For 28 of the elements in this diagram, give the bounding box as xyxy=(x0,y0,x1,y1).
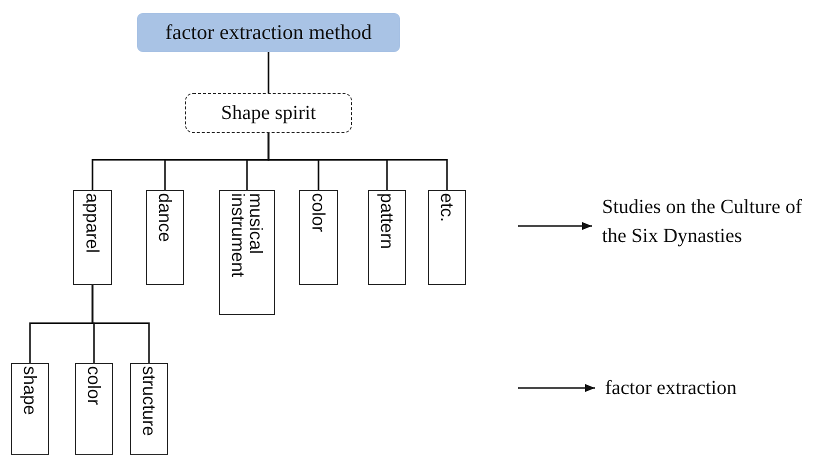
item-box xyxy=(428,190,466,285)
node-label: color xyxy=(310,193,328,232)
node-label: structure xyxy=(140,366,158,436)
arrow xyxy=(518,222,592,230)
item-box xyxy=(299,190,338,285)
item-box xyxy=(130,363,168,455)
title-box xyxy=(137,13,400,52)
connector-line xyxy=(268,52,270,93)
result-text: Studies on the Culture of the Six Dynasties xyxy=(602,195,803,249)
node-label: shape xyxy=(21,366,39,416)
item-box xyxy=(219,190,275,315)
node-label: etc. xyxy=(438,193,456,222)
result-text: factor extraction xyxy=(605,376,738,401)
connector-line xyxy=(92,285,150,363)
category-box xyxy=(185,93,352,133)
arrow xyxy=(518,384,595,392)
item-box xyxy=(368,190,406,285)
item-box xyxy=(146,190,184,285)
connector-line xyxy=(268,133,448,190)
item-box xyxy=(11,363,49,455)
node-label: dance xyxy=(156,193,174,242)
item-box xyxy=(75,363,113,455)
node-label: factor extraction method xyxy=(165,20,372,45)
node-label: Shape spirit xyxy=(221,102,316,124)
node-label: apparel xyxy=(84,193,102,254)
node-label: pattern xyxy=(378,193,396,250)
node-label: color xyxy=(85,366,103,406)
item-box xyxy=(73,190,112,285)
